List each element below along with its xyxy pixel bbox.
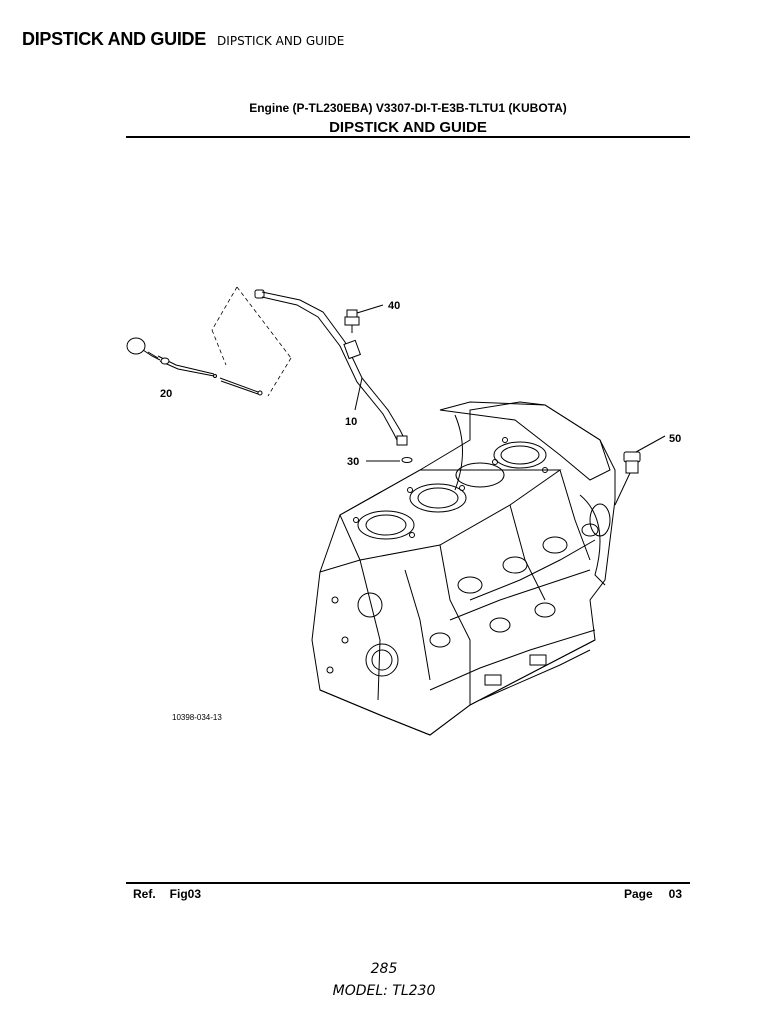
engine-block	[311, 401, 616, 736]
callout-50: 50	[669, 433, 681, 445]
plug-50	[614, 435, 666, 506]
footer-ref: Ref. Fig03	[133, 887, 201, 901]
dipstick-guide-tube	[254, 289, 408, 446]
dipstick	[126, 337, 263, 396]
ref-label: Ref.	[133, 887, 156, 901]
document-header: DIPSTICK AND GUIDE DIPSTICK AND GUIDE	[22, 29, 344, 50]
callout-10: 10	[345, 416, 357, 428]
footer-page: Page 03	[624, 887, 682, 901]
section-title: DIPSTICK AND GUIDE	[329, 119, 487, 136]
page-label: Page	[623, 887, 653, 901]
header-title: DIPSTICK AND GUIDE	[22, 29, 206, 49]
top-rule	[126, 136, 690, 138]
model-label: MODEL: TL230	[332, 983, 436, 999]
page-value: 03	[668, 887, 682, 901]
callout-40: 40	[388, 300, 400, 312]
ref-value: Fig03	[169, 887, 202, 901]
dashed-leader	[211, 286, 292, 397]
callout-30: 30	[347, 456, 359, 468]
bolt-40	[344, 304, 384, 333]
page-number: 285	[370, 961, 398, 977]
o-ring-30	[401, 457, 413, 463]
header-subtitle: DIPSTICK AND GUIDE	[217, 34, 345, 48]
callout-20: 20	[160, 388, 172, 400]
bottom-rule	[126, 882, 690, 884]
engine-title: Engine (P-TL230EBA) V3307-DI-T-E3B-TLTU1…	[249, 101, 567, 115]
figure-code: 10398-034-13	[172, 713, 222, 722]
